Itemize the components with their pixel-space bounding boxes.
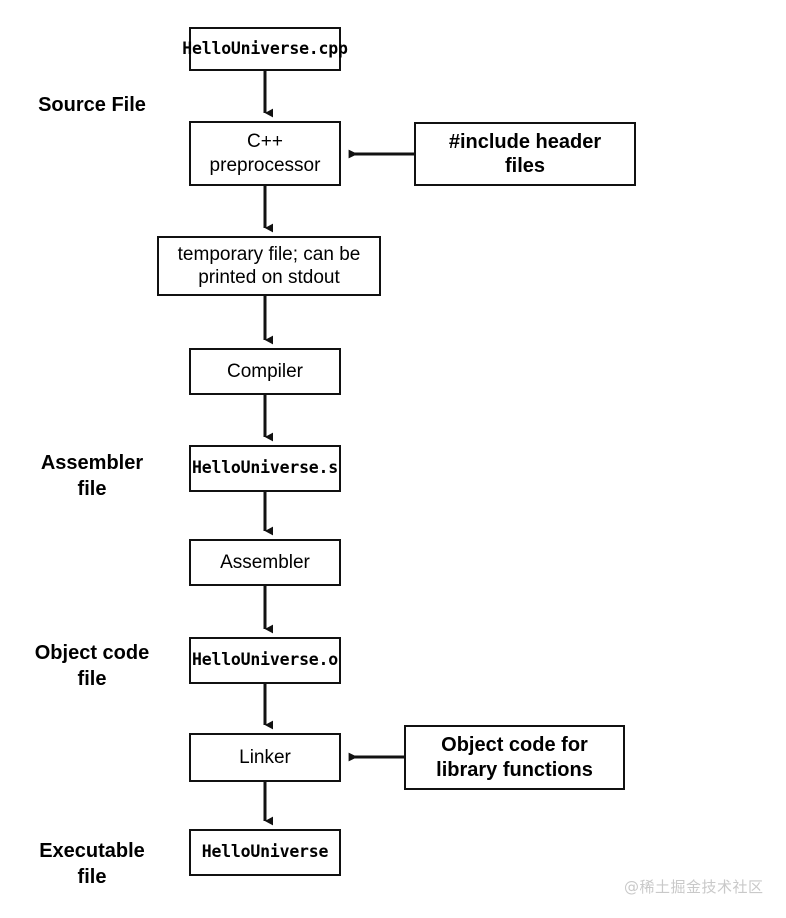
node-source-file-label: HelloUniverse.cpp bbox=[182, 38, 348, 58]
node-preprocessor[interactable]: C++ preprocessor bbox=[189, 121, 341, 186]
caption-assembler-file: Assembler file bbox=[40, 452, 144, 500]
caption-source-file: Source File bbox=[38, 94, 146, 116]
node-compiler[interactable]: Compiler bbox=[189, 348, 341, 395]
node-preprocessor-label: C++ preprocessor bbox=[209, 131, 321, 176]
caption-executable-file: Executable file bbox=[39, 840, 145, 888]
node-include-headers-label: #include header files bbox=[448, 130, 602, 177]
node-temporary-file[interactable]: temporary file; can be printed on stdout bbox=[157, 236, 381, 296]
node-library-objects[interactable]: Object code for library functions bbox=[404, 725, 625, 790]
node-object-file-label: HelloUniverse.o bbox=[192, 650, 339, 670]
node-include-headers[interactable]: #include header files bbox=[414, 122, 636, 186]
node-source-file[interactable]: HelloUniverse.cpp bbox=[182, 27, 348, 71]
node-assembly-file[interactable]: HelloUniverse.s bbox=[189, 445, 341, 492]
node-assembly-file-label: HelloUniverse.s bbox=[192, 458, 339, 478]
node-library-objects-label: Object code for library functions bbox=[436, 734, 593, 781]
node-executable-label: HelloUniverse bbox=[201, 842, 329, 862]
node-assembler[interactable]: Assembler bbox=[189, 539, 341, 586]
node-linker-label: Linker bbox=[239, 746, 291, 768]
node-temporary-file-label: temporary file; can be printed on stdout bbox=[177, 243, 361, 288]
node-object-file[interactable]: HelloUniverse.o bbox=[189, 637, 341, 684]
node-assembler-label: Assembler bbox=[220, 551, 310, 573]
node-executable[interactable]: HelloUniverse bbox=[189, 829, 341, 876]
node-compiler-label: Compiler bbox=[226, 360, 304, 382]
node-linker[interactable]: Linker bbox=[189, 733, 341, 782]
watermark: @稀土掘金技术社区 bbox=[624, 878, 764, 896]
caption-object-code-file: Object code file bbox=[34, 642, 150, 690]
